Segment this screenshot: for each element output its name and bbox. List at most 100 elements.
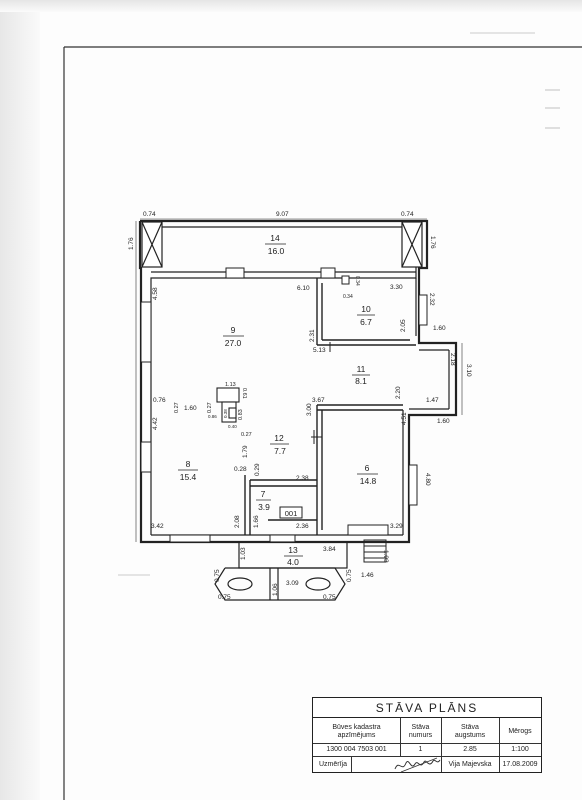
dim-overall-width: 9.07 (276, 211, 289, 218)
dim-160-left: 1.60 (184, 405, 197, 412)
dim-513: 5.13 (313, 347, 326, 354)
dim-442: 4.42 (152, 417, 159, 430)
dim-corner-right: 0.74 (401, 211, 414, 218)
dim-310: 3.10 (465, 364, 472, 377)
partitions (244, 278, 416, 535)
dim-342: 3.42 (151, 523, 164, 530)
floor-height-value: 2.85 (463, 746, 477, 753)
binding-edge (0, 0, 40, 800)
dim-040: 0.40 (228, 424, 237, 429)
dim-330: 3.30 (390, 284, 403, 291)
dim-384: 3.84 (323, 546, 336, 553)
porch (214, 541, 348, 601)
inner-wall-lines (150, 226, 450, 536)
dim-029: 0.29 (254, 463, 261, 476)
dim-300: 3.00 (306, 403, 313, 416)
dim-061: 0.61 (241, 388, 247, 399)
floor-number-value: 1 (418, 746, 423, 753)
windows (140, 267, 428, 543)
dim-027b: 0.27 (207, 402, 213, 413)
ventilation-shaft (341, 275, 350, 285)
dim-166: 1.66 (253, 515, 260, 528)
outer-walls (138, 219, 458, 544)
dim-231: 2.31 (309, 329, 316, 342)
dim-086: 0.86 (208, 414, 217, 419)
title-block-col-3 (499, 718, 500, 772)
room-10-number: 10 (361, 304, 371, 314)
room-7-area: 3.9 (258, 502, 270, 512)
signature (394, 757, 441, 773)
room-code-box (279, 506, 303, 519)
dim-309: 3.09 (286, 580, 299, 587)
room-14-number: 14 (270, 233, 280, 243)
dim-480: 4.80 (424, 473, 431, 486)
dim-329: 3.29 (390, 523, 403, 530)
dim-113: 1.13 (225, 382, 236, 388)
room-12-area: 7.7 (274, 446, 286, 456)
title-block-divider-2 (313, 756, 541, 757)
door-marks (311, 342, 331, 444)
room-7-number: 7 (261, 489, 266, 499)
title-block-col-2 (441, 718, 442, 756)
room-14-area: 16.0 (268, 246, 285, 256)
scale-value: 1:100 (511, 746, 529, 753)
room-9-area: 27.0 (225, 338, 242, 348)
dim-205: 2.05 (400, 319, 407, 332)
measured-by-label: Uzmērīja (318, 761, 347, 768)
title-block-divider-1 (313, 743, 541, 744)
room-13-number: 13 (288, 545, 298, 555)
dim-075d: 0.75 (323, 594, 336, 601)
dim-220: 2.20 (395, 386, 402, 399)
cadastre-value: 1300 004 7503 001 (326, 746, 387, 753)
dim-610: 6.10 (297, 285, 310, 292)
room-11-number: 11 (357, 364, 366, 374)
room-10-area: 6.7 (360, 317, 372, 327)
scale-header: Mērogs (508, 728, 532, 735)
dim-028: 0.28 (234, 466, 247, 473)
dim-038: 0.38 (223, 409, 228, 418)
top-fold (0, 0, 582, 12)
dim-034: 0.34 (343, 294, 353, 300)
dim-451: 4.51 (401, 412, 408, 425)
dim-corner-left: 0.74 (143, 211, 156, 218)
dim-depth-left: 1.76 (128, 237, 135, 250)
title-block-col-5 (441, 756, 442, 772)
dim-076: 0.76 (153, 397, 166, 404)
room-6-number: 6 (365, 463, 370, 473)
dim-146: 1.46 (361, 572, 374, 579)
dim-238: 2.38 (296, 475, 309, 482)
dim-208: 2.08 (234, 515, 241, 528)
dim-103b: 1.03 (382, 550, 389, 563)
room-8-area: 15.4 (180, 472, 197, 482)
dim-027c: 0.27 (241, 432, 252, 438)
dim-232: 2.32 (428, 293, 435, 306)
dim-236: 2.36 (296, 523, 309, 530)
dim-103a: 1.03 (240, 547, 247, 560)
room-6-area: 14.8 (360, 476, 377, 486)
dim-075c: 0.75 (218, 594, 231, 601)
title-block-col-1 (400, 718, 401, 756)
dim-depth-right: 1.76 (429, 236, 436, 249)
room-11-area: 8.1 (355, 376, 367, 386)
dim-458: 4.58 (152, 287, 159, 300)
dim-083: 0.83 (238, 409, 244, 420)
dimension-labels: 0.74 9.07 0.74 1.76 1.76 4.58 6.10 3.30 … (128, 211, 472, 601)
room-13-area: 4.0 (287, 557, 299, 567)
dim-147: 1.47 (426, 397, 439, 404)
stairs (363, 539, 387, 563)
dim-075a: 0.75 (214, 569, 221, 582)
room-labels: 14 16.0 10 6.7 9 27.0 11 8.1 12 7.7 8 15… (178, 233, 378, 567)
dimension-lines (135, 218, 463, 542)
stove (216, 387, 240, 423)
room-8-number: 8 (186, 459, 191, 469)
dim-160-bottom: 1.60 (437, 418, 450, 425)
room-code: 001 (285, 509, 298, 518)
dim-075b: 0.75 (346, 569, 353, 582)
surveyor-name: Vija Majevska (448, 761, 492, 768)
survey-date: 17.08.2009 (502, 761, 538, 768)
corner-columns (141, 221, 423, 268)
